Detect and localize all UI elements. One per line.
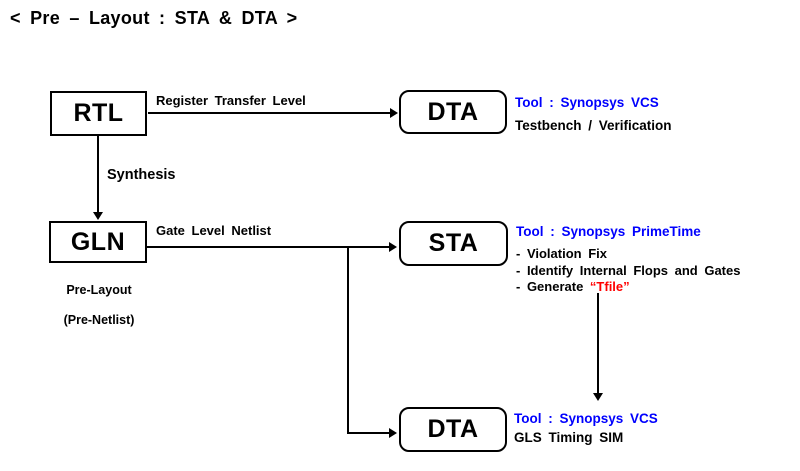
annotation-dta-bottom-detail: GLS Timing SIM — [514, 430, 624, 445]
node-sta: STA — [399, 221, 508, 266]
arrowhead-rtl-to-dta — [390, 108, 398, 118]
node-gln: GLN — [49, 221, 147, 263]
edge-label-register-transfer-level: Register Transfer Level — [156, 93, 306, 108]
arrowhead-rtl-to-gln — [93, 212, 103, 220]
annotation-dta-bottom-tool: Tool : Synopsys VCS — [514, 411, 658, 426]
edge-label-gate-level-netlist: Gate Level Netlist — [156, 223, 272, 238]
arrowhead-gln-to-sta — [389, 242, 397, 252]
arrowhead-tfile-to-dta — [593, 393, 603, 401]
node-dta-bottom-label: DTA — [427, 415, 479, 443]
sta-bullet-generate-prefix: - Generate — [516, 279, 590, 294]
annotation-sta-tool: Tool : Synopsys PrimeTime — [516, 224, 701, 239]
sta-bullet-identify-flops: - Identify Internal Flops and Gates — [516, 262, 741, 278]
node-dta-bottom: DTA — [399, 407, 507, 452]
sta-bullet-generate-tfile: - Generate “Tfile” — [516, 279, 740, 296]
gln-caption-line1: Pre-Layout — [66, 283, 132, 297]
edge-label-synthesis: Synthesis — [107, 167, 176, 183]
annotation-dta-top-detail: Testbench / Verification — [515, 118, 672, 133]
page-title: < Pre – Layout : STA & DTA > — [10, 8, 298, 28]
sta-bullet-violation-fix: - Violation Fix — [516, 246, 607, 261]
gln-caption: Pre-Layout (Pre-Netlist) — [38, 268, 160, 343]
arrowhead-branch-to-dta — [389, 428, 397, 438]
sta-bullet-tfile-highlight: “Tfile” — [589, 279, 630, 294]
annotation-sta-bullets: - Violation Fix - Identify Internal Flop… — [516, 246, 740, 296]
annotation-sta: Tool : Synopsys PrimeTime — [516, 224, 701, 240]
node-sta-label: STA — [428, 229, 479, 257]
node-rtl-label: RTL — [73, 99, 124, 127]
node-dta-top-label: DTA — [427, 97, 479, 126]
annotation-dta-top: Tool : Synopsys VCS Testbench / Verifica… — [515, 95, 672, 134]
annotation-dta-bottom: Tool : Synopsys VCS GLS Timing SIM — [514, 411, 658, 446]
node-dta-top: DTA — [399, 90, 507, 134]
node-gln-label: GLN — [70, 227, 126, 256]
node-rtl: RTL — [50, 91, 147, 136]
annotation-dta-top-tool: Tool : Synopsys VCS — [515, 95, 659, 110]
gln-caption-line2: (Pre-Netlist) — [63, 313, 135, 327]
